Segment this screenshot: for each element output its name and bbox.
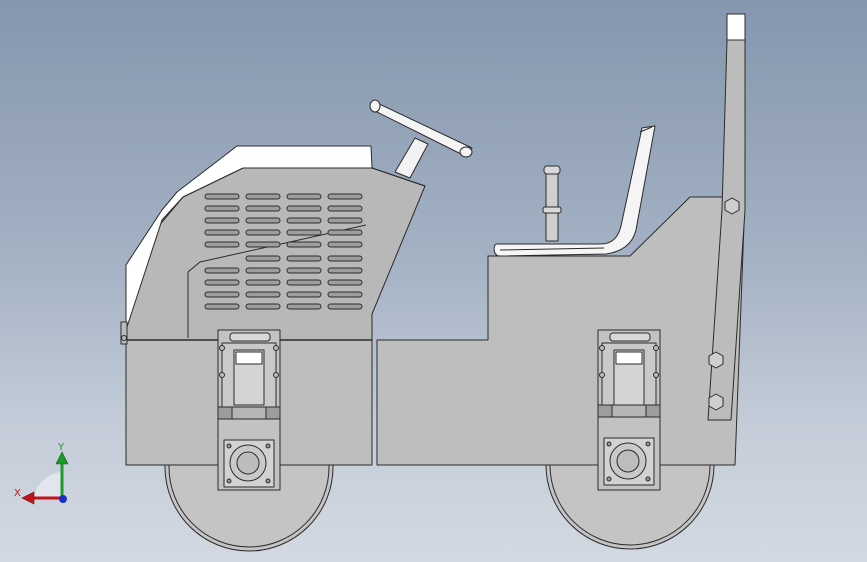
operator-seat[interactable] [493,125,656,257]
y-axis-label: Y [57,442,65,453]
axis-triad: Y X [14,442,69,505]
front-chassis[interactable] [376,196,746,466]
front-frame[interactable] [707,13,746,421]
front-drum-bracket[interactable] [597,329,661,491]
x-axis-label: X [14,488,21,499]
z-axis-dot [59,495,67,503]
gear-lever[interactable] [542,165,562,242]
steering-wheel[interactable] [369,99,473,179]
rear-drum-bracket[interactable] [217,329,281,491]
vent-grille [204,193,363,310]
